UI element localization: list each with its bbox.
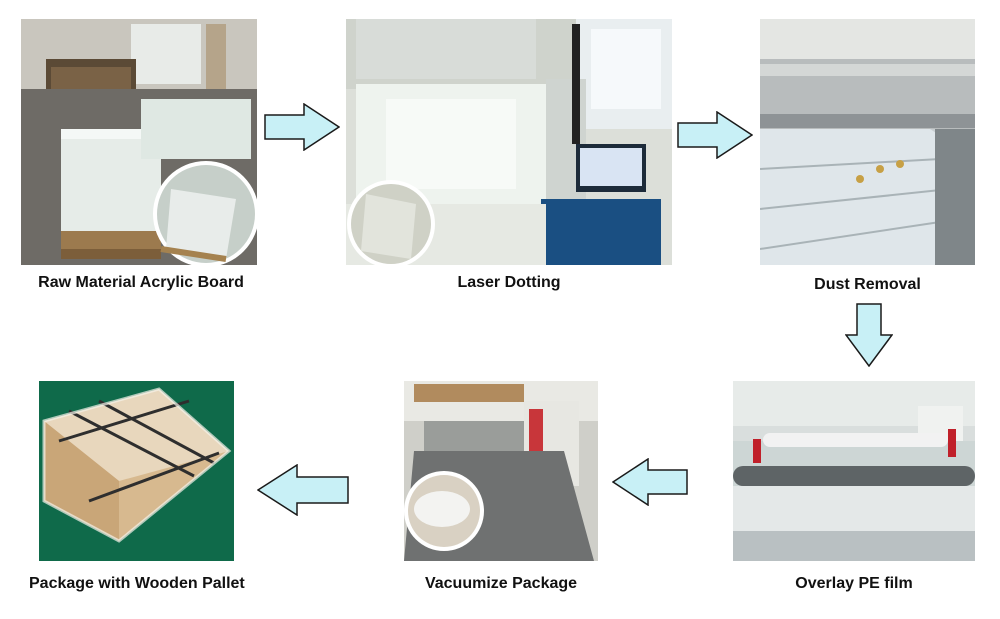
step-label-dust-removal: Dust Removal (814, 276, 921, 293)
arrow-down-icon (845, 303, 893, 367)
arrow-left-icon (612, 458, 688, 506)
arrow-right-icon (264, 103, 340, 151)
step-label-raw-material: Raw Material Acrylic Board (38, 274, 244, 291)
arrow-right-icon (677, 111, 753, 159)
step-label-package-wooden-pallet: Package with Wooden Pallet (29, 575, 245, 592)
step-label-laser-dotting: Laser Dotting (457, 274, 561, 291)
arrow-left-icon (257, 464, 349, 516)
overlay-pe-film-photo (733, 381, 975, 561)
laser-dotting-photo (346, 19, 672, 265)
raw-material-photo (21, 19, 257, 265)
dust-removal-photo (760, 19, 975, 265)
step-label-overlay-pe-film: Overlay PE film (795, 575, 913, 592)
step-label-vacuumize-package: Vacuumize Package (424, 575, 578, 592)
package-wooden-pallet-photo (39, 381, 234, 561)
vacuumize-package-photo (404, 381, 598, 561)
